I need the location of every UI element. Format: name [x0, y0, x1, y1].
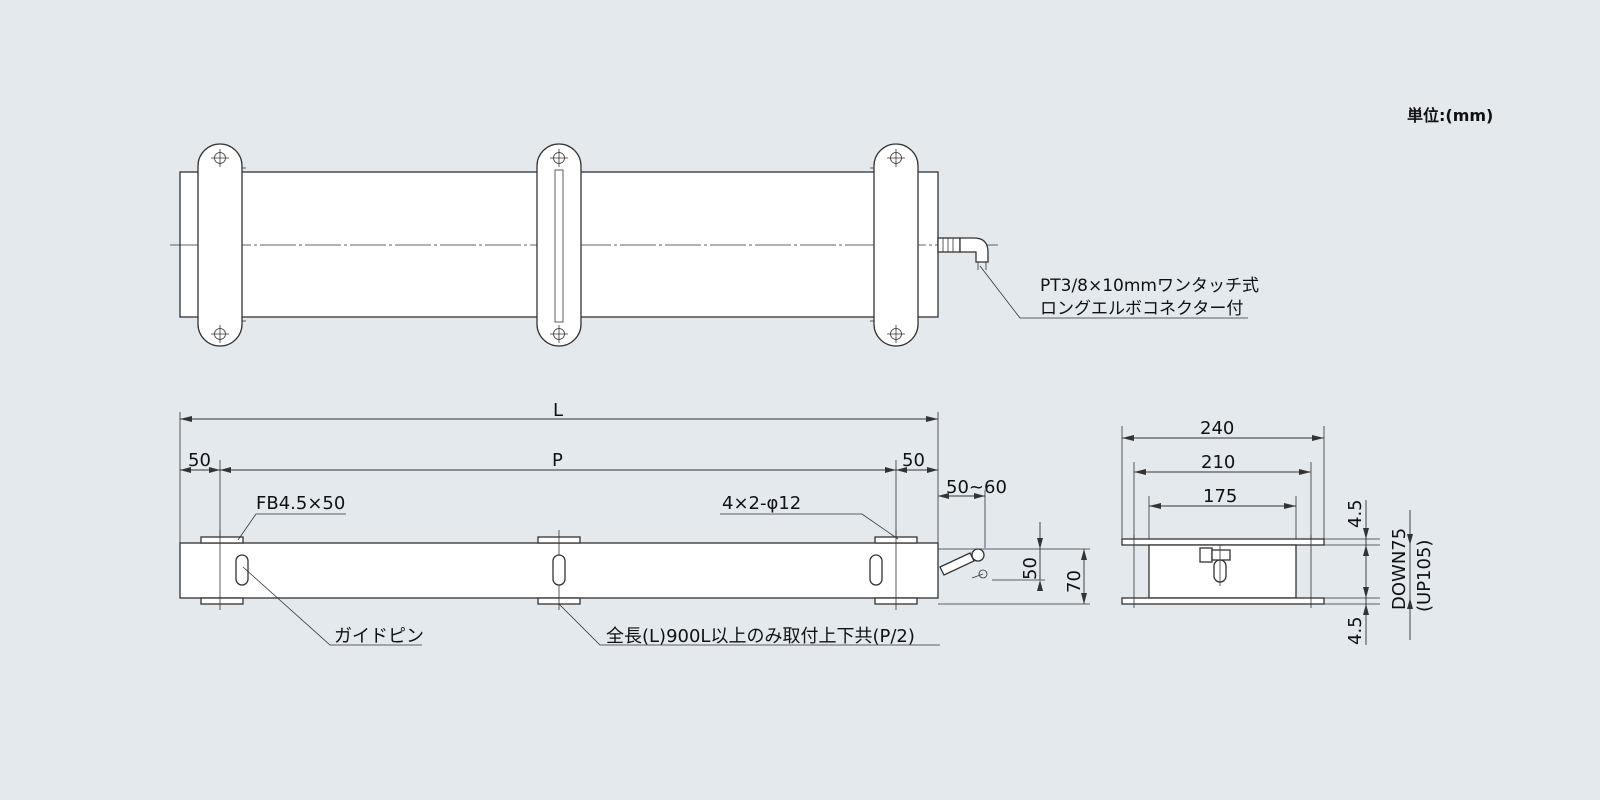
connector-leader — [979, 265, 1248, 319]
bar-label: FB4.5×50 — [256, 493, 345, 514]
guide-pin-middle — [552, 554, 566, 586]
top-view: PT3/8×10mmワンタッチ式 ロングエルボコネクター付 — [170, 143, 1259, 347]
dim-210-label: 210 — [1201, 452, 1235, 473]
connector-note-line2: ロングエルボコネクター付 — [1040, 299, 1243, 319]
guide-pin-left — [235, 554, 249, 586]
dim-overall-label: L — [553, 400, 563, 421]
dim-top-plate-label: 4.5 — [1345, 499, 1366, 528]
dim-240-label: 240 — [1200, 418, 1234, 439]
side-view: 240 210 175 4.5 — [1121, 418, 1435, 645]
top-bracket-right — [870, 143, 919, 347]
top-bracket-middle — [536, 143, 582, 347]
top-bracket-left — [197, 143, 246, 347]
side-bottom-plate — [1121, 597, 1325, 605]
dim-end-left-label: 50 — [188, 450, 211, 471]
dim-height-50-label: 50 — [1020, 557, 1041, 580]
dim-pitch-label: P — [552, 450, 563, 471]
guide-pin-right — [869, 554, 883, 586]
guide-pin-label: ガイドピン — [334, 626, 424, 647]
unit-label: 単位:(mm) — [1407, 106, 1493, 125]
dim-175-label: 175 — [1203, 486, 1237, 507]
side-connector — [1199, 545, 1231, 586]
dim-height-70-label: 70 — [1064, 570, 1085, 593]
front-view: L 50 P 50 50~60 — [179, 400, 1090, 647]
dim-stroke-down-label: DOWN75 — [1389, 528, 1410, 610]
dim-connector-offset-label: 50~60 — [946, 477, 1007, 498]
side-top-plate — [1121, 538, 1325, 546]
holes-label: 4×2-φ12 — [722, 493, 801, 514]
dim-end-right-label: 50 — [902, 450, 925, 471]
elbow-connector — [937, 237, 989, 270]
mount-note-label: 全長(L)900L以上のみ取付上下共(P/2) — [606, 626, 915, 647]
dim-stroke-up-label: (UP105) — [1414, 540, 1435, 612]
front-elbow-connector — [939, 548, 988, 579]
dim-bottom-plate-label: 4.5 — [1345, 616, 1366, 645]
connector-note-line1: PT3/8×10mmワンタッチ式 — [1040, 276, 1259, 296]
